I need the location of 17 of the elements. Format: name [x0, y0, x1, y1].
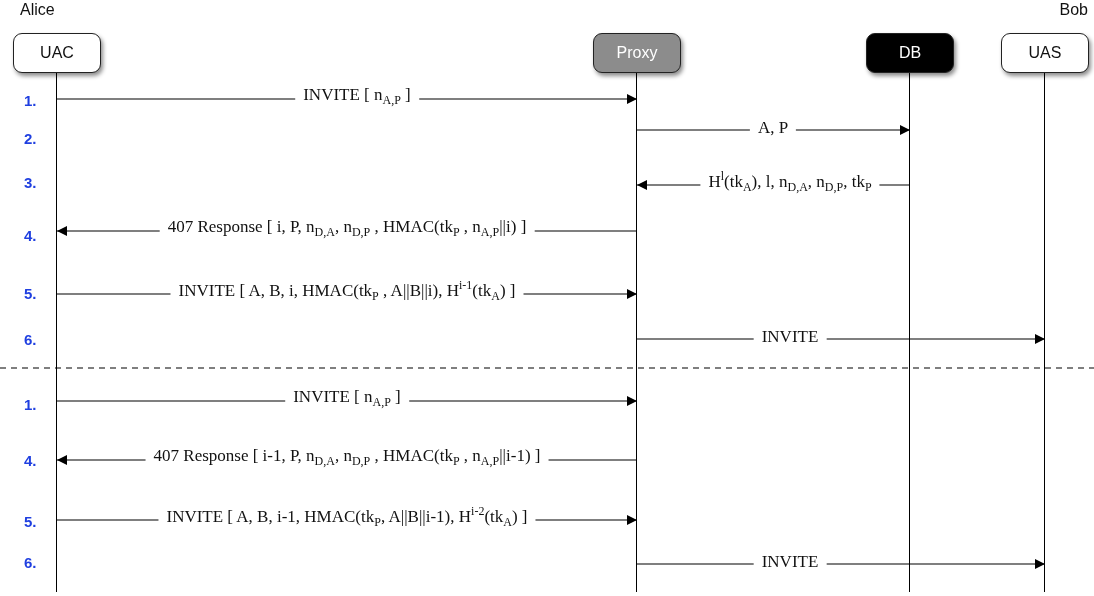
- step-number: 1.: [24, 396, 37, 413]
- actor-name: Bob: [1059, 1, 1088, 19]
- step-number: 6.: [24, 554, 37, 571]
- step-number: 4.: [24, 227, 37, 244]
- participant-label: Proxy: [616, 44, 658, 62]
- step-number: 3.: [24, 174, 37, 191]
- actor-name: Alice: [20, 1, 55, 19]
- step-number: 5.: [24, 285, 37, 302]
- step-number: 2.: [24, 130, 37, 147]
- step-number: 5.: [24, 513, 37, 530]
- step-number: 1.: [24, 92, 37, 109]
- step-number: 4.: [24, 452, 37, 469]
- step-number: 6.: [24, 331, 37, 348]
- participant-label: UAS: [1028, 44, 1062, 62]
- message-label: H$^{l}$(tk$_{A}$), l, n$_{D,A}$, n$_{D,P}$, tk$_{P}$: [700, 169, 880, 196]
- participant-label: DB: [898, 44, 922, 62]
- participant-label: UAC: [40, 44, 74, 62]
